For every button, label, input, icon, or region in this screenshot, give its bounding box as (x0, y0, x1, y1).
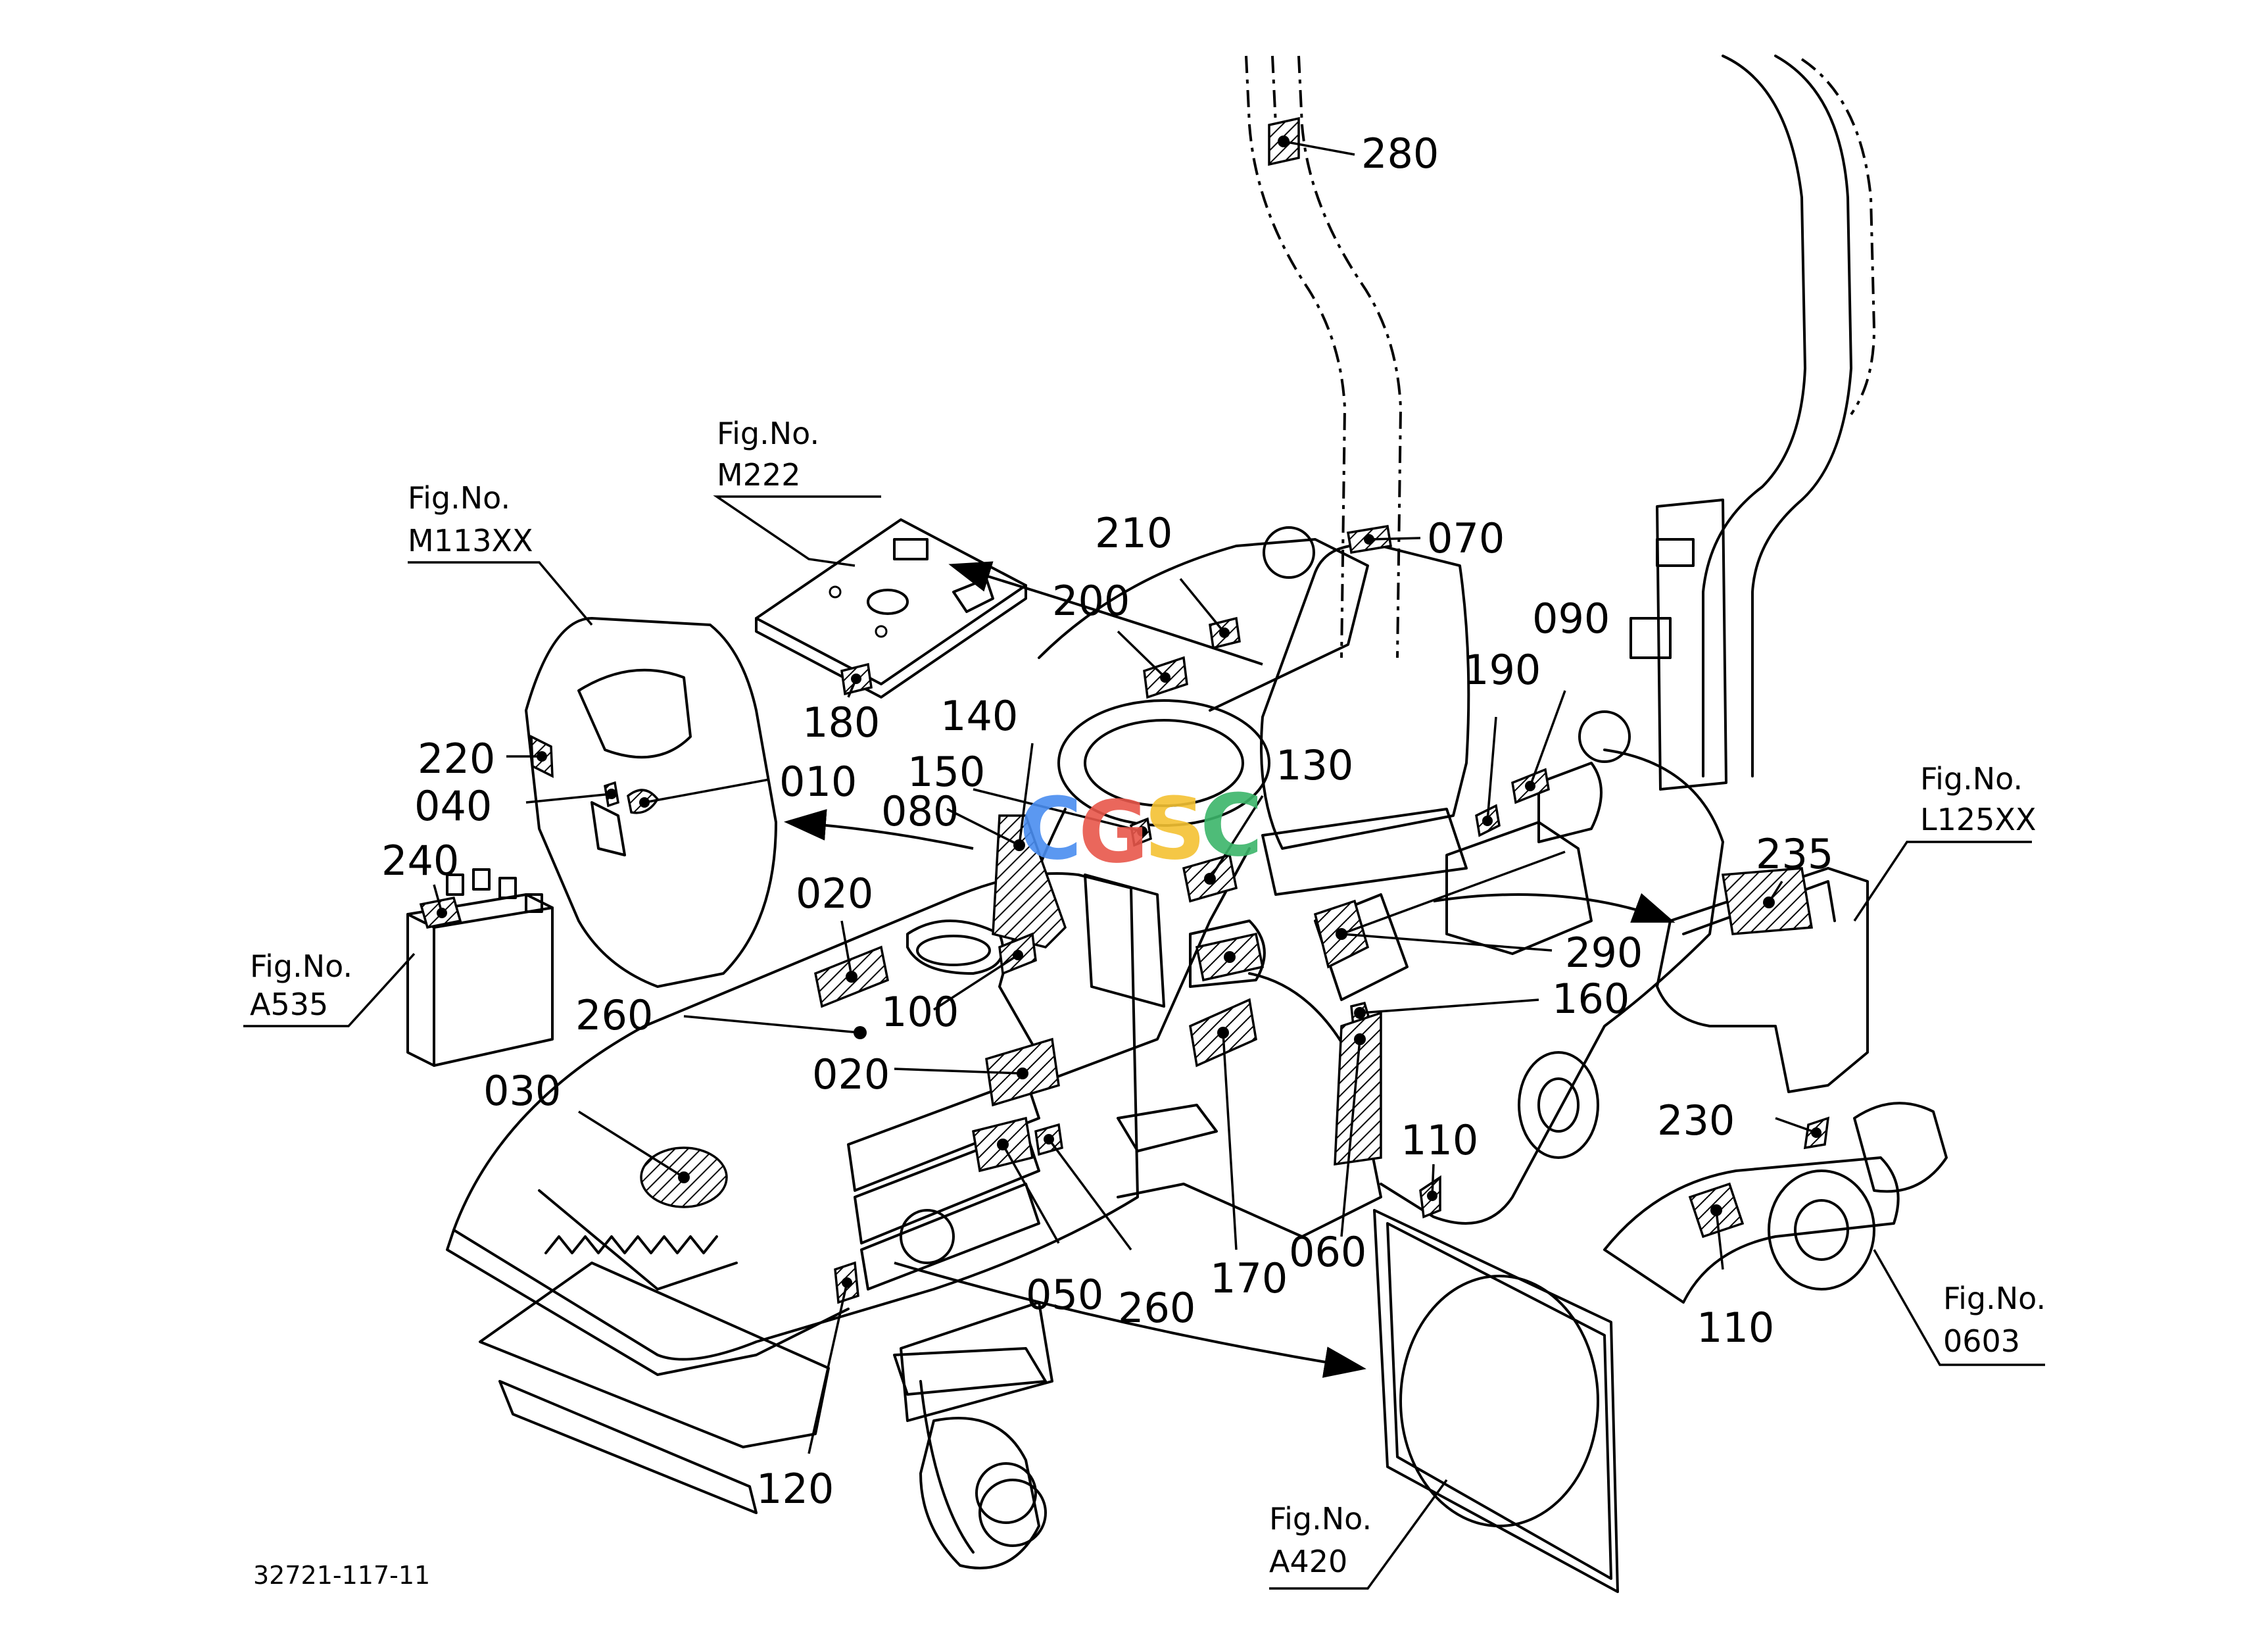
part-label[interactable]: 020 (796, 870, 873, 918)
part-label[interactable]: 200 (1052, 577, 1130, 625)
fig-caption: Fig.No. (1943, 1281, 2046, 1316)
radiator-shroud (1373, 1209, 1619, 1593)
part-label[interactable]: 110 (1697, 1304, 1774, 1352)
fig-number[interactable]: M113XX (408, 523, 533, 558)
part-label[interactable]: 220 (418, 735, 495, 783)
hood-cover (525, 617, 777, 988)
watermark-letter: C (1019, 779, 1082, 879)
fig-caption: Fig.No. (1920, 761, 2023, 797)
part-label[interactable]: 090 (1532, 595, 1610, 643)
fig-number[interactable]: L125XX (1920, 802, 2036, 837)
air-intake (1603, 1102, 1948, 1304)
part-label[interactable]: 190 (1463, 646, 1541, 694)
part-label[interactable]: 050 (1026, 1271, 1103, 1319)
part-label[interactable]: 070 (1427, 514, 1505, 562)
part-label[interactable]: 280 (1361, 130, 1439, 178)
reference-arrows (784, 561, 1676, 1378)
part-label[interactable]: 290 (1565, 929, 1643, 977)
part-label[interactable]: 010 (779, 758, 857, 806)
fig-caption: Fig.No. (1269, 1501, 1372, 1536)
leader-lines (243, 140, 2045, 1590)
figure-refs: Fig.No. M222 Fig.No. M113XX Fig.No. L125… (250, 416, 2046, 1579)
front-axle (893, 1347, 1047, 1554)
part-label[interactable]: 030 (483, 1067, 561, 1115)
drawing-code: 32721-117-11 (253, 1561, 430, 1590)
part-label[interactable]: 180 (802, 699, 880, 747)
part-label[interactable]: 240 (381, 837, 459, 885)
decal-markers (419, 116, 1830, 1304)
rops-frame (1245, 55, 1876, 791)
fig-number[interactable]: A535 (250, 987, 328, 1022)
operator-station (906, 526, 1631, 1080)
part-label[interactable]: 230 (1657, 1096, 1735, 1144)
part-label[interactable]: 210 (1095, 509, 1172, 557)
fig-caption: Fig.No. (717, 416, 819, 451)
part-label[interactable]: 110 (1401, 1116, 1478, 1164)
part-label[interactable]: 020 (812, 1050, 890, 1098)
part-label[interactable]: 120 (756, 1465, 834, 1513)
part-label[interactable]: 235 (1756, 830, 1833, 878)
fig-number[interactable]: M222 (717, 457, 801, 493)
fig-caption: Fig.No. (408, 480, 510, 516)
part-label[interactable]: 160 (1552, 975, 1629, 1023)
part-label[interactable]: 260 (1118, 1284, 1195, 1332)
part-label[interactable]: 080 (881, 787, 959, 835)
part-label[interactable]: 130 (1276, 741, 1353, 789)
battery (406, 868, 554, 1067)
part-label[interactable]: 040 (414, 782, 492, 830)
watermark-letter: C (1200, 775, 1263, 875)
watermark: C G S C (1019, 775, 1263, 882)
fig-number[interactable]: 0603 (1943, 1323, 2020, 1359)
part-label[interactable]: 150 (907, 748, 985, 796)
part-label[interactable]: 170 (1210, 1254, 1288, 1302)
watermark-letter: G (1078, 782, 1149, 882)
watermark-letter: S (1144, 779, 1206, 879)
floor-plate (755, 518, 1027, 699)
part-label[interactable]: 260 (575, 991, 653, 1039)
part-label[interactable]: 060 (1289, 1228, 1366, 1276)
hood (446, 872, 1139, 1569)
fig-caption: Fig.No. (250, 948, 352, 984)
part-labels: 280 210 070 200 090 190 180 140 130 150 … (381, 130, 1833, 1513)
part-label[interactable]: 140 (940, 692, 1018, 740)
fig-number[interactable]: A420 (1269, 1544, 1347, 1579)
part-label[interactable]: 100 (881, 988, 959, 1036)
